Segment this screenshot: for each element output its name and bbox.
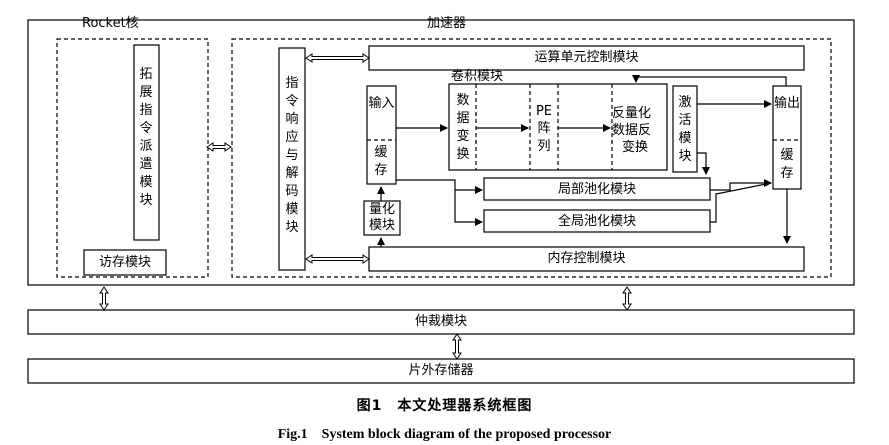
mem-access-label: 访存模块	[98, 255, 151, 270]
decode-box	[278, 47, 306, 271]
dequant-line1: 反量化	[612, 106, 652, 121]
arbiter-box	[27, 309, 855, 335]
arrow-global-pool-to-output	[710, 182, 772, 223]
ext-dispatch-label: 拓展指令派遣模块	[139, 67, 153, 208]
arrow-input-to-pools	[396, 179, 483, 226]
accelerator-label: 加速器	[427, 16, 467, 31]
quant-line1: 量化	[368, 202, 395, 217]
alu-ctrl-label: 运算单元控制模块	[534, 50, 639, 65]
double-arrow-decode-memctrl	[305, 254, 370, 264]
quant-box	[363, 200, 401, 236]
ext-dispatch-box	[133, 44, 160, 241]
input-buffer-bottom: 缓存	[374, 145, 388, 178]
local-pool-label: 局部池化模块	[557, 182, 636, 197]
output-buffer-top: 输出	[773, 96, 800, 111]
global-pool-label: 全局池化模块	[557, 214, 636, 229]
activation-label: 激活模块	[678, 95, 692, 164]
double-arrow-rocket-arbiter	[99, 286, 109, 311]
arrow-act-down	[697, 152, 710, 175]
double-arrow-rocket-accel	[206, 142, 232, 152]
arbiter-label: 仲裁模块	[414, 314, 467, 329]
pe-array-top: PE	[535, 104, 553, 119]
conv-module-label: 卷积模块	[451, 69, 504, 84]
arrow-ctrl-to-conv	[632, 75, 787, 86]
double-arrow-accel-arbiter	[622, 286, 632, 311]
input-buffer-top: 输入	[368, 96, 395, 111]
rocket-core-label: Rocket核	[82, 16, 139, 31]
mem-ctrl-label: 内存控制模块	[547, 251, 626, 266]
system-frame	[27, 19, 855, 286]
local-pool-box	[483, 177, 711, 201]
pe-array-bottom: 阵列	[537, 121, 551, 154]
figure-caption-en: Fig.1 System block diagram of the propos…	[277, 427, 612, 442]
accelerator-region	[231, 38, 832, 278]
input-buffer-box	[366, 85, 397, 185]
figure-caption-cn: 图1 本文处理器系统框图	[356, 398, 533, 414]
offchip-label: 片外存储器	[408, 363, 474, 378]
dequant-line2: 数据反	[612, 123, 652, 138]
arrow-local-pool-to-output	[710, 179, 772, 191]
mem-access-box	[83, 249, 167, 276]
activation-box	[672, 85, 698, 173]
decode-label: 指令响应与解码模块	[285, 76, 299, 235]
data-transform-label: 数据变换	[456, 93, 470, 162]
offchip-box	[27, 358, 855, 384]
output-buffer-bottom: 缓存	[780, 148, 794, 181]
rocket-core-region	[56, 38, 209, 278]
double-arrow-arbiter-offchip	[452, 333, 462, 360]
double-arrow-decode-alu	[305, 53, 370, 63]
quant-line2: 模块	[368, 218, 395, 233]
global-pool-box	[483, 209, 711, 233]
dequant-line3: 变换	[622, 140, 649, 155]
